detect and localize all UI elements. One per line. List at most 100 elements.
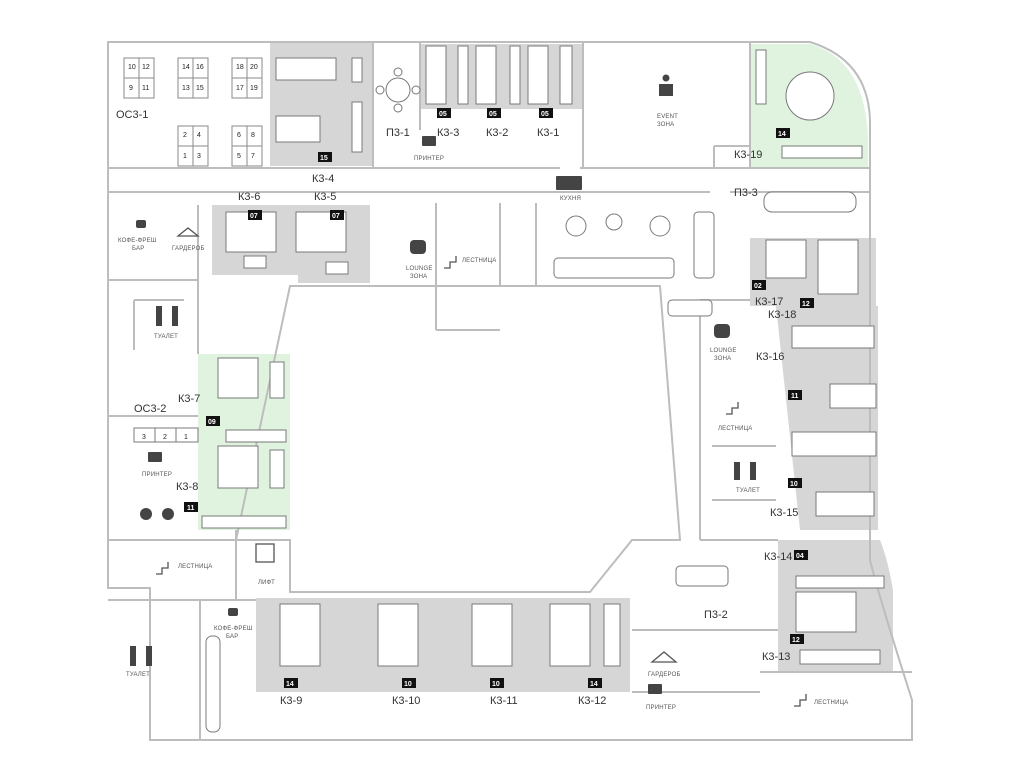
badge-k3-14: 04: [794, 550, 808, 560]
lounge-icon: [410, 240, 426, 254]
lounge-icon: [714, 324, 730, 338]
os32-seat-1: 1: [184, 434, 188, 441]
seat-2: 2: [183, 132, 187, 139]
printer-label-1: ПРИНТЕР: [414, 156, 444, 162]
coffee-icon: [228, 608, 238, 616]
room-k3-3: К3-3: [437, 127, 459, 139]
desks-k3-7-8: [201, 357, 287, 529]
svg-text:11: 11: [791, 393, 799, 400]
wardrobe-label-2: ГАРДЕРОБ: [648, 672, 681, 678]
badge-k3-6: 07: [248, 210, 262, 220]
room-k3-19: К3-19: [734, 149, 762, 161]
wardrobe-label-1: ГАРДЕРОБ: [172, 246, 205, 252]
svg-text:15: 15: [320, 155, 328, 162]
stairs-label-4: ЛЕСТНИЦА: [814, 700, 848, 706]
lounge-label-2: ЗОНА: [410, 274, 427, 280]
svg-text:05: 05: [489, 111, 497, 118]
room-k3-14: К3-14: [764, 551, 792, 563]
svg-text:14: 14: [778, 131, 786, 138]
toilet-icon: [156, 306, 178, 326]
seat-20: 20: [250, 64, 258, 71]
badge-k3-3: 05: [437, 108, 451, 118]
stairs-label-1: ЛЕСТНИЦА: [462, 258, 496, 264]
printer-icon: [648, 684, 662, 694]
desks-k3-3-2-1: [425, 45, 573, 105]
seat-3: 3: [197, 153, 201, 160]
os32-seat-2: 2: [163, 434, 167, 441]
lounge-label-1: LOUNGE: [406, 266, 433, 272]
seat-15: 15: [196, 85, 204, 92]
capacity-badges: 15 05 05 05 14 07 07 02 12 11 09 11 10 0…: [184, 108, 814, 688]
stairs-icon: [156, 562, 169, 575]
room-labels: ОС3-1 К3-4 П3-1 К3-3 К3-2 К3-1 К3-19 П3-…: [116, 109, 798, 707]
svg-text:10: 10: [790, 481, 798, 488]
svg-text:10: 10: [492, 681, 500, 688]
badge-k3-15: 10: [788, 478, 802, 488]
room-k3-12: К3-12: [578, 695, 606, 707]
stairs-icon: [444, 256, 457, 269]
room-k3-5: К3-5: [314, 191, 336, 203]
lounge-furniture: [205, 211, 715, 733]
seat-19: 19: [250, 85, 258, 92]
room-k3-1: К3-1: [537, 127, 559, 139]
room-k3-15: К3-15: [770, 507, 798, 519]
seat-6: 6: [237, 132, 241, 139]
interior-walls: [108, 42, 912, 740]
kitchen-icon: [556, 176, 582, 190]
printer-icon: [422, 136, 436, 146]
room-k3-18: К3-18: [768, 309, 796, 321]
room-k3-6: К3-6: [238, 191, 260, 203]
lounge-label-4: ЗОНА: [714, 356, 731, 362]
toilet-label-2: ТУАЛЕТ: [736, 488, 760, 494]
desks-k3-17-18: [765, 239, 875, 349]
os32-seat-3: 3: [142, 434, 146, 441]
conference-table-p3-3: [763, 191, 857, 213]
toilet-label-3: ТУАЛЕТ: [126, 672, 150, 678]
room-k3-11: К3-11: [490, 695, 518, 707]
coffee-label-4: БАР: [226, 634, 238, 640]
badge-k3-9: 14: [284, 678, 298, 688]
badge-k3-1: 05: [539, 108, 553, 118]
printer-label-3: ПРИНТЕР: [646, 705, 676, 711]
lift-label: ЛИФТ: [258, 580, 275, 586]
seat-17: 17: [236, 85, 244, 92]
room-k3-16: К3-16: [756, 351, 784, 363]
desks-south: [279, 603, 621, 667]
badge-k3-4: 15: [318, 152, 332, 162]
coffee-icon: [136, 220, 146, 228]
room-k3-8: К3-8: [176, 481, 198, 493]
svg-text:04: 04: [796, 553, 804, 560]
seat-18: 18: [236, 64, 244, 71]
svg-text:02: 02: [754, 283, 762, 290]
seat-8: 8: [251, 132, 255, 139]
room-p3-2: П3-2: [704, 609, 728, 621]
toilet-label-1: ТУАЛЕТ: [154, 334, 178, 340]
badge-k3-18: 12: [800, 298, 814, 308]
svg-text:07: 07: [250, 213, 258, 220]
svg-text:12: 12: [792, 637, 800, 644]
round-table-p3-1: [375, 67, 421, 113]
badge-k3-19: 14: [776, 128, 790, 138]
seat-10: 10: [128, 64, 136, 71]
badge-k3-11: 10: [490, 678, 504, 688]
badge-k3-7: 09: [206, 416, 220, 426]
os31-desks: [123, 57, 263, 167]
room-p3-1: П3-1: [386, 127, 410, 139]
desks-k3-13-14: [795, 575, 885, 665]
svg-text:10: 10: [404, 681, 412, 688]
svg-text:07: 07: [332, 213, 340, 220]
room-k3-10: К3-10: [392, 695, 420, 707]
printer-icon: [148, 452, 162, 462]
svg-text:12: 12: [802, 301, 810, 308]
room-p3-3: П3-3: [734, 187, 758, 199]
svg-text:05: 05: [541, 111, 549, 118]
zone-k3-east[interactable]: [776, 306, 878, 530]
room-k3-2: К3-2: [486, 127, 508, 139]
svg-text:14: 14: [286, 681, 294, 688]
event-icon: [659, 74, 673, 96]
outer-wall: [107, 41, 913, 741]
room-os3-2: ОС3-2: [134, 403, 166, 415]
zone-k3-3-2-1[interactable]: [420, 44, 582, 109]
os32-desks: 3 2 1: [133, 427, 199, 443]
desks-k3-4: [275, 57, 363, 153]
